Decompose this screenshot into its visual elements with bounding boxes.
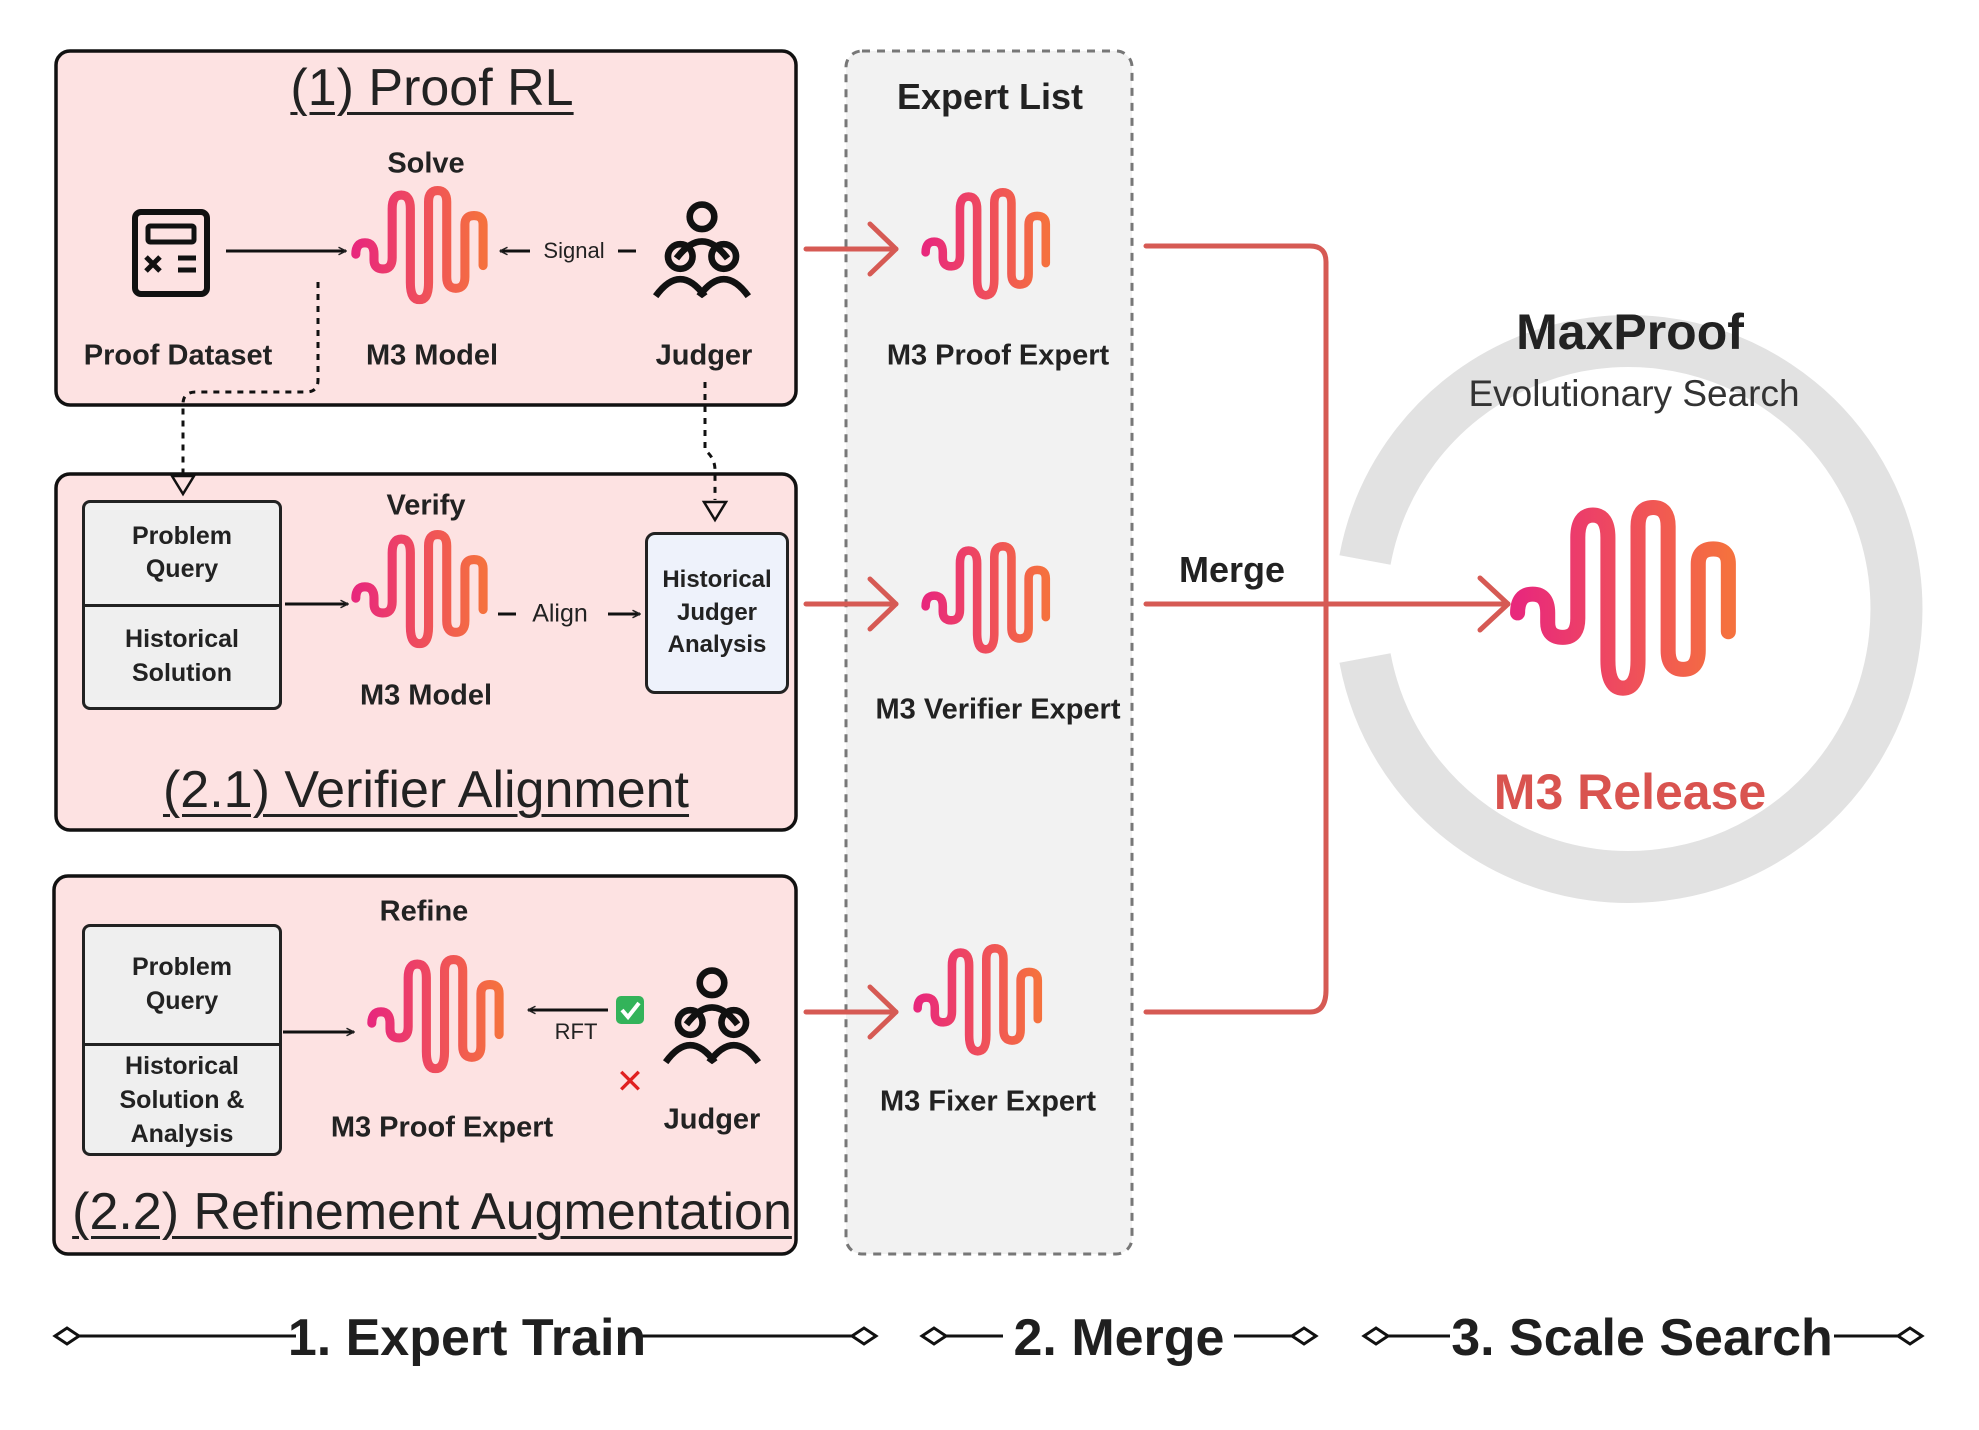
calculator-icon	[132, 209, 210, 297]
signal-label: Signal	[543, 238, 605, 263]
evolution-ring	[1339, 315, 1923, 903]
problem-query-cell: Problem Query	[131, 953, 233, 1015]
accept-mark: ✓	[631, 1010, 632, 1011]
m3-model-label: M3 Model	[365, 339, 499, 372]
expert-list-title: Expert List	[896, 76, 1084, 117]
phase-merge: 2. Merge	[1013, 1309, 1225, 1367]
merge-connector	[1143, 243, 1511, 1015]
verifier-alignment-title: (2.1) Verifier Alignment	[162, 761, 690, 819]
proof-dataset-label: Proof Dataset	[83, 339, 273, 372]
refine-label: Refine	[379, 895, 469, 928]
evolutionary-search-subtitle: Evolutionary Search	[1468, 373, 1800, 414]
expert-item-fixer: M3 Fixer Expert	[880, 1085, 1096, 1118]
align-label: Align	[532, 599, 588, 628]
judger-label: Judger	[663, 1103, 761, 1136]
expert-item-verifier: M3 Verifier Expert	[875, 693, 1121, 726]
m3-release-label: M3 Release	[1493, 764, 1767, 820]
proof-rl-title: (1) Proof RL	[290, 59, 574, 117]
historical-solution-analysis-cell: Historical Solution & Analysis	[85, 1043, 279, 1153]
verify-label: Verify	[386, 489, 466, 522]
phase-timeline	[52, 1326, 1925, 1346]
maxproof-title: MaxProof	[1516, 304, 1744, 360]
verifier-input-box: Problem Query Historical Solution	[82, 500, 282, 710]
problem-query-cell: Problem Query	[131, 521, 233, 584]
m3-model-label: M3 Model	[359, 679, 493, 712]
refinement-input-box: Problem Query Historical Solution & Anal…	[82, 924, 282, 1156]
expert-item-proof: M3 Proof Expert	[886, 339, 1110, 372]
judger-label: Judger	[655, 339, 753, 372]
rft-label: RFT	[554, 1019, 598, 1044]
phase-scale-search: 3. Scale Search	[1451, 1309, 1833, 1367]
historical-judger-analysis-box: Historical Judger Analysis	[645, 532, 789, 694]
m3-proof-expert-label: M3 Proof Expert	[330, 1111, 554, 1144]
dotted-connector-left	[181, 282, 320, 476]
check-icon	[616, 996, 644, 1024]
refinement-augmentation-title: (2.2) Refinement Augmentation	[72, 1183, 792, 1241]
historical-solution-cell: Historical Solution	[85, 603, 279, 708]
merge-label: Merge	[1178, 549, 1286, 590]
solve-label: Solve	[387, 147, 465, 180]
phase-expert-train: 1. Expert Train	[287, 1309, 647, 1367]
cross-icon: ✕	[615, 1063, 645, 1101]
